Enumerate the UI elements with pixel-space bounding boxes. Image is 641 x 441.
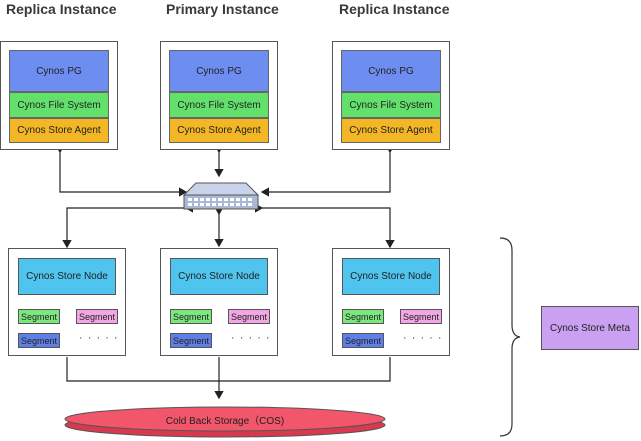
cynos-store-meta: Cynos Store Meta [541, 306, 639, 350]
ellipsis: · · · · · [231, 332, 271, 344]
segment-green: Segment [342, 309, 384, 324]
connector-replica-right [260, 144, 395, 197]
segment-pink: Segment [400, 309, 442, 324]
cynos-store-node: Cynos Store Node [170, 258, 268, 295]
connector-storage [66, 357, 391, 382]
cynos-store-node: Cynos Store Node [342, 258, 440, 295]
cynos-file-system-layer: Cynos File System [341, 92, 441, 118]
cynos-pg-layer: Cynos PG [341, 50, 441, 92]
cynos-store-agent-layer: Cynos Store Agent [341, 118, 441, 143]
segment-green: Segment [170, 309, 212, 324]
store-meta-bracket [499, 237, 521, 437]
segment-blue: Segment [18, 333, 60, 348]
segment-green: Segment [18, 309, 60, 324]
connector-node-right [254, 203, 395, 249]
cynos-pg-layer: Cynos PG [9, 50, 109, 92]
cynos-pg-layer: Cynos PG [169, 50, 269, 92]
replica-instance-box-left: Cynos PG Cynos File System Cynos Store A… [0, 41, 118, 150]
cynos-file-system-layer: Cynos File System [9, 92, 109, 118]
connector-node-left [62, 203, 194, 249]
cold-storage-label: Cold Back Storage（COS) [165, 416, 285, 427]
segment-blue: Segment [170, 333, 212, 348]
cynos-store-node: Cynos Store Node [18, 258, 116, 295]
segment-blue: Segment [342, 333, 384, 348]
connector-replica-left [55, 144, 188, 197]
replica-instance-box-right: Cynos PG Cynos File System Cynos Store A… [332, 41, 450, 150]
cold-storage-disk [64, 406, 386, 438]
ellipsis: · · · · · [403, 332, 443, 344]
network-switch-icon [182, 182, 260, 210]
primary-instance-title: Primary Instance [166, 1, 279, 17]
store-node-box-center: Cynos Store Node Segment Segment Segment… [160, 248, 278, 356]
segment-pink: Segment [76, 309, 118, 324]
replica-instance-title-right: Replica Instance [339, 1, 450, 17]
cynos-store-agent-layer: Cynos Store Agent [169, 118, 269, 143]
cynos-file-system-layer: Cynos File System [169, 92, 269, 118]
cynos-store-agent-layer: Cynos Store Agent [9, 118, 109, 143]
primary-instance-box: Cynos PG Cynos File System Cynos Store A… [160, 41, 278, 150]
store-node-box-right: Cynos Store Node Segment Segment Segment… [332, 248, 450, 356]
store-node-box-left: Cynos Store Node Segment Segment Segment… [8, 248, 126, 356]
ellipsis: · · · · · [79, 332, 119, 344]
segment-pink: Segment [228, 309, 270, 324]
replica-instance-title-left: Replica Instance [6, 1, 117, 17]
